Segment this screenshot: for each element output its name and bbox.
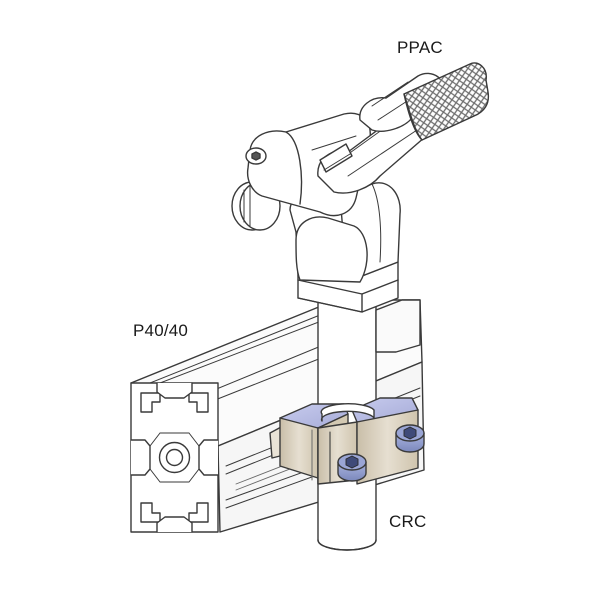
crc-clamp — [269, 397, 425, 485]
profile-label: P40/40 — [133, 321, 189, 340]
knurled-grip-icon — [403, 62, 490, 141]
hex-socket-screw-icon — [395, 424, 425, 453]
hex-socket-screw-icon — [337, 453, 367, 482]
hex-socket-screw-icon — [245, 147, 267, 165]
ppac-label: PPAC — [397, 38, 443, 57]
ppac-articulated-arm — [231, 62, 490, 313]
crc-label: CRC — [389, 512, 427, 531]
